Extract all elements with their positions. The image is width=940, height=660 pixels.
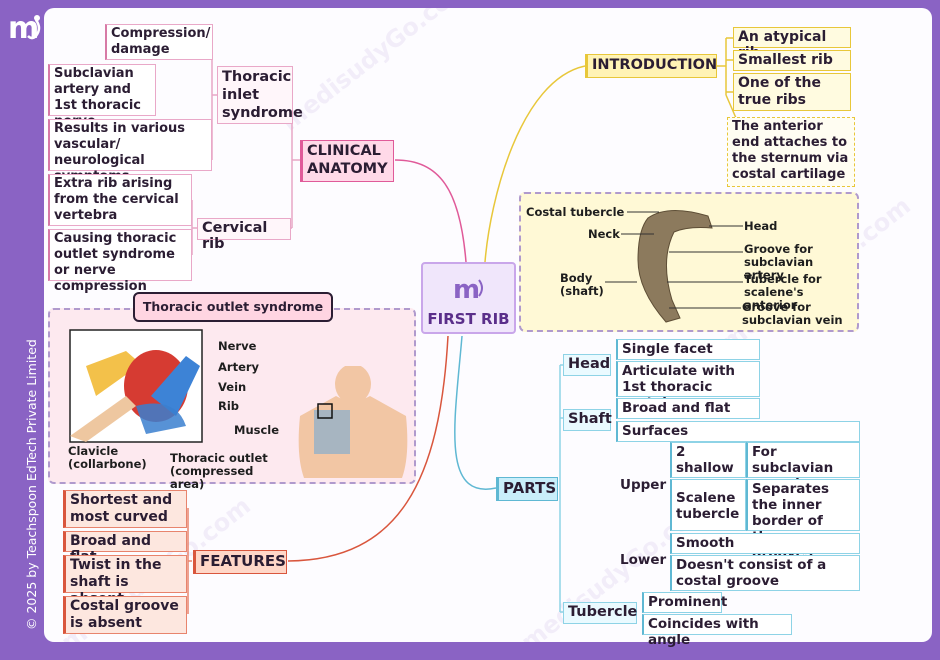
label-artery: Artery <box>218 360 260 374</box>
label-body: Body (shaft) <box>560 271 604 298</box>
clinical-anatomy-node: CLINICAL ANATOMY <box>300 140 394 182</box>
rib-bone-illustration <box>637 209 713 323</box>
torso-illustration <box>298 366 408 478</box>
clinical-item: Causing thoracic outlet syndrome or nerv… <box>48 229 192 294</box>
stethoscope-icon: m <box>453 275 483 305</box>
brand-logo: m <box>6 8 46 48</box>
thoracic-inlet-syndrome-node: Thoracic inlet syndrome <box>217 66 303 124</box>
features-node: FEATURES <box>193 550 287 574</box>
label-thoracic-outlet: Thoracic outlet (compressed area) <box>170 451 268 491</box>
clinical-item: Compression/ damage <box>105 24 213 60</box>
lower-surface-node: Lower <box>620 552 667 568</box>
upper-row-b: For subclavian vessels <box>746 442 860 492</box>
label-clavicle: Clavicle (collarbone) <box>68 444 147 471</box>
label-vein: Vein <box>218 380 247 394</box>
lower-item: Doesn't consist of a costal groove <box>670 555 860 591</box>
label-neck: Neck <box>588 227 620 241</box>
label-rib: Rib <box>218 399 240 413</box>
label-muscle: Muscle <box>234 423 280 437</box>
surfaces-node: Surfaces <box>616 421 860 442</box>
feature-item: Costal groove is absent <box>63 596 187 634</box>
part-item: Coincides with angle <box>642 614 792 648</box>
clinical-item: Subclavian artery and 1st thoracic nerve <box>48 64 156 129</box>
parts-node: PARTS <box>496 477 558 501</box>
vessel-illustration <box>69 329 203 443</box>
part-item: Articulate with 1st thoracic vertebra <box>616 361 760 411</box>
label-costal-tubercle: Costal tubercle <box>526 205 625 219</box>
rib-label-lines <box>605 211 743 309</box>
feature-item: Shortest and most curved <box>63 490 187 528</box>
figure-title: Thoracic outlet syndrome <box>133 292 333 322</box>
intro-item: Smallest rib <box>733 50 851 71</box>
part-item: Single facet <box>616 339 760 360</box>
introduction-node: INTRODUCTION <box>585 54 717 78</box>
upper-row-a: 2 shallow grooves <box>670 442 746 492</box>
brand-letter: m <box>8 11 39 46</box>
clinical-item: Results in various vascular/ neurologica… <box>48 119 212 184</box>
clinical-item: Extra rib arising from the cervical vert… <box>48 174 192 226</box>
label-nerve: Nerve <box>218 339 257 353</box>
part-head-node: Head <box>563 354 611 376</box>
feature-item: Broad and flat <box>63 531 187 565</box>
part-tubercle-node: Tubercle <box>563 602 637 624</box>
intro-item: An atypical rib <box>733 27 851 61</box>
upper-row-b: Separates the inner border of these groo… <box>746 479 860 561</box>
svg-text:m: m <box>453 275 480 304</box>
feature-item: Twist in the shaft is absent <box>63 555 187 607</box>
lower-item: Smooth <box>670 533 860 554</box>
part-item: Prominent <box>642 592 727 613</box>
label-tubercle-scalene: Tubercle for scalene's anterior <box>744 272 822 312</box>
intro-item: One of the true ribs <box>733 73 851 111</box>
upper-row-a: Scalene tubercle <box>670 479 746 531</box>
label-groove-artery: Groove for subclavian artery <box>744 242 814 282</box>
label-groove-vein: Groove for subclavian vein <box>742 300 843 327</box>
part-item: Broad and flat <box>616 398 760 419</box>
label-head: Head <box>744 219 778 233</box>
upper-surface-node: Upper <box>620 477 667 493</box>
intro-note: The anterior end attaches to the sternum… <box>727 117 855 187</box>
part-shaft-node: Shaft <box>563 409 612 431</box>
stethoscope-icon: m <box>8 11 41 46</box>
center-node: m FIRST RIB <box>421 262 516 334</box>
cervical-rib-node: Cervical rib <box>197 218 291 252</box>
center-title: FIRST RIB <box>427 310 510 328</box>
